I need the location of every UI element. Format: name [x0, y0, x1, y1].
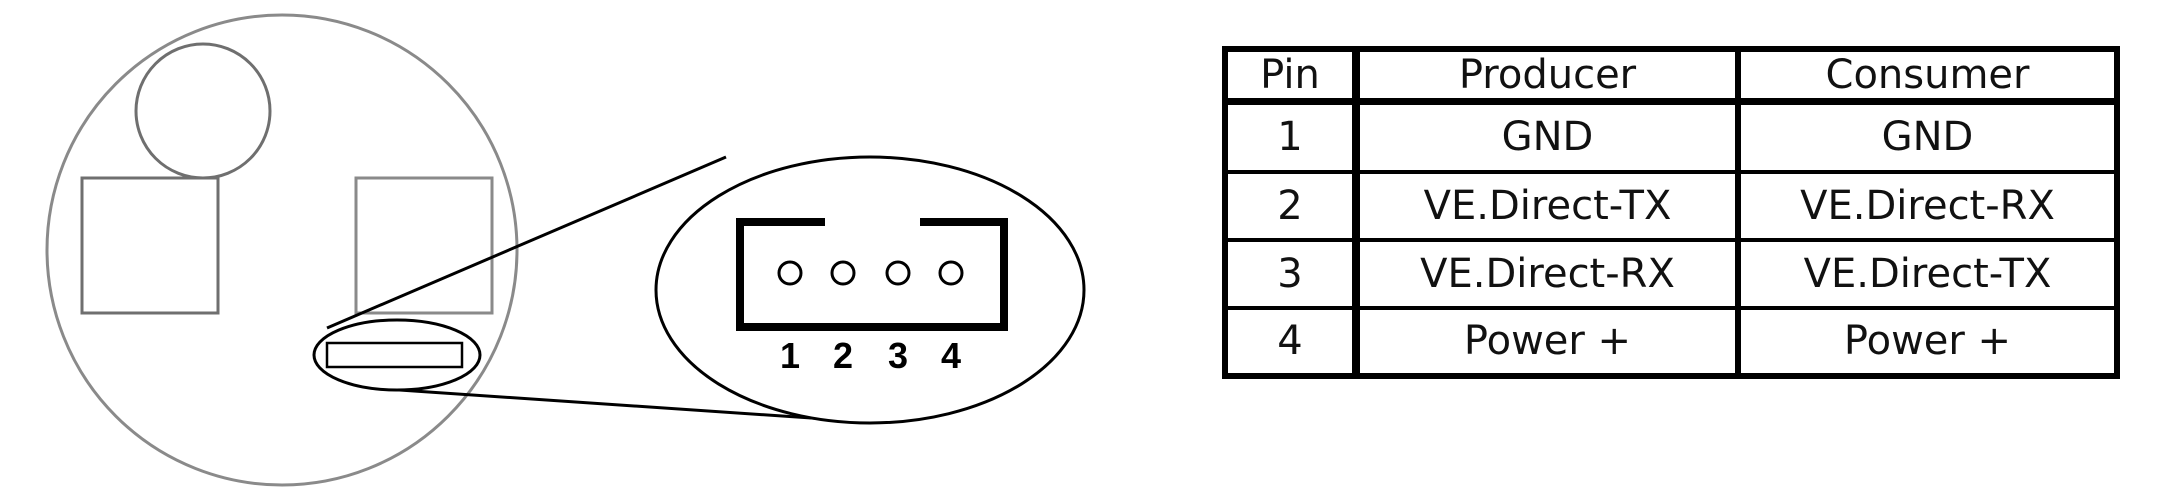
table-row: 1 GND GND [1228, 99, 2114, 174]
pin-cell: 4 [1228, 305, 1360, 373]
pin-1-circle [777, 260, 803, 286]
producer-cell: GND [1354, 99, 1741, 174]
left-square-component [80, 176, 220, 315]
zoom-line-top [326, 155, 727, 330]
round-component [134, 42, 272, 180]
producer-cell: Power + [1354, 305, 1741, 373]
right-square-component [354, 176, 494, 315]
connector-housing [736, 218, 1008, 331]
header-pin: Pin [1228, 52, 1360, 105]
table-row: 4 Power + Power + [1228, 305, 2114, 373]
table-row: 3 VE.Direct-RX VE.Direct-TX [1228, 237, 2114, 310]
consumer-cell: Power + [1736, 305, 2114, 373]
magnified-view-ellipse [654, 155, 1086, 425]
table-header-row: Pin Producer Consumer [1228, 52, 2114, 105]
pin-2-label: 2 [833, 335, 853, 376]
pin-cell: 3 [1228, 237, 1360, 310]
pin-4-label: 4 [941, 335, 961, 376]
pin-2-circle [830, 260, 856, 286]
consumer-cell: GND [1736, 99, 2114, 174]
pin-table-container: Pin Producer Consumer 1 GND GND 2 VE.Dir… [1222, 46, 2120, 379]
pin-3-circle [885, 260, 911, 286]
pin-3-label: 3 [888, 335, 908, 376]
consumer-cell: VE.Direct-RX [1736, 169, 2114, 242]
zoom-line-bottom [369, 386, 871, 424]
pin-cell: 2 [1228, 169, 1360, 242]
header-consumer: Consumer [1736, 52, 2114, 105]
board-connector [325, 341, 464, 369]
pin-cell: 1 [1228, 99, 1360, 174]
producer-cell: VE.Direct-RX [1354, 237, 1741, 310]
consumer-cell: VE.Direct-TX [1736, 237, 2114, 310]
pin-1-label: 1 [780, 335, 800, 376]
pin-4-circle [938, 260, 964, 286]
header-producer: Producer [1354, 52, 1741, 105]
table-row: 2 VE.Direct-TX VE.Direct-RX [1228, 169, 2114, 242]
producer-cell: VE.Direct-TX [1354, 169, 1741, 242]
pin-assignment-table: Pin Producer Consumer 1 GND GND 2 VE.Dir… [1228, 52, 2114, 373]
